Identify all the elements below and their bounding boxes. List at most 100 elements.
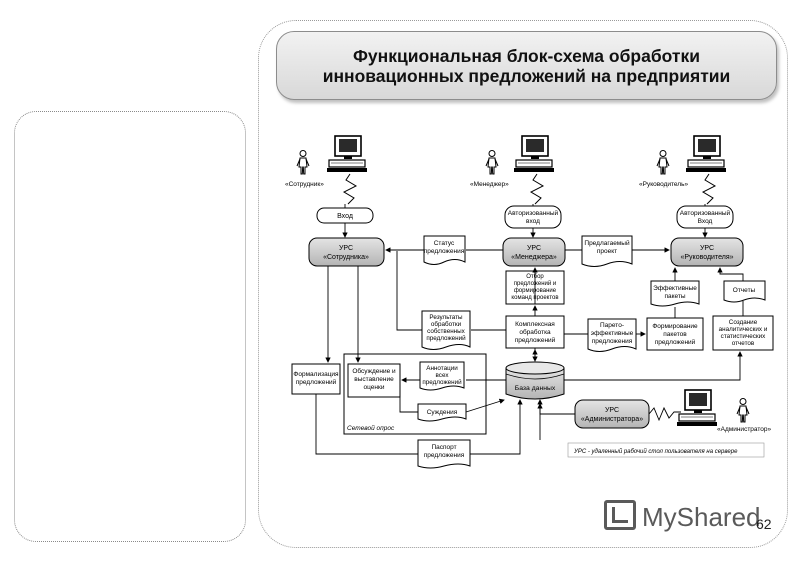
- svg-text:«Руководителя»: «Руководителя»: [680, 254, 733, 261]
- svg-text:Создание: Создание: [729, 319, 758, 326]
- svg-text:эффективные: эффективные: [591, 330, 634, 337]
- svg-text:Обсуждение и: Обсуждение и: [352, 367, 396, 375]
- svg-text:аналитических и: аналитических и: [719, 326, 768, 333]
- svg-text:Паспорт: Паспорт: [431, 444, 456, 451]
- forming-packages-box: Формирование пакетов предложений: [646, 317, 704, 351]
- analytics-box: Создание аналитических и статистических …: [712, 315, 774, 351]
- svg-text:Результаты: Результаты: [429, 314, 463, 321]
- left-empty-panel: [14, 111, 246, 542]
- svg-text:отчетов: отчетов: [732, 340, 755, 347]
- svg-text:пакеты: пакеты: [664, 293, 685, 300]
- complex-processing-box: Комплексная обработка предложений: [505, 315, 565, 349]
- title-line-1: Функциональная блок-схема обработки: [353, 45, 700, 66]
- page-number: 62: [756, 516, 772, 532]
- svg-text:Вход: Вход: [698, 218, 713, 225]
- admin-label: «Администратор»: [717, 426, 772, 433]
- effective-packages-document: Эффективные пакеты: [650, 280, 700, 307]
- svg-text:предложений: предложений: [296, 378, 337, 386]
- manager-label: «Менеджер»: [470, 181, 509, 188]
- director-computer-icon: [685, 135, 727, 173]
- database-cylinder: База данных: [505, 361, 565, 400]
- admin-actor: «Администратор»: [676, 389, 772, 433]
- svg-text:предложений: предложений: [422, 378, 462, 386]
- director-actor: «Руководитель»: [639, 135, 727, 205]
- director-person-icon: [656, 150, 670, 175]
- employee-computer-icon: [326, 135, 368, 173]
- svg-text:Эффективные: Эффективные: [653, 285, 697, 292]
- results-document: Результаты обработки собственных предлож…: [421, 310, 471, 350]
- manager-person-icon: [485, 150, 499, 175]
- auth-director-box: Авторизованный Вход: [676, 205, 734, 229]
- svg-text:выставление: выставление: [354, 376, 394, 383]
- urs-admin-box: УРС «Администратора»: [574, 399, 650, 429]
- auth-manager-box: Авторизованный вход: [504, 205, 562, 229]
- discussion-box: Обсуждение и выставление оценки: [347, 363, 401, 398]
- reports-document: Отчеты: [723, 280, 766, 303]
- svg-text:УРС - удаленный рабочий стол п: УРС - удаленный рабочий стол пользовател…: [573, 448, 738, 455]
- svg-text:УРС: УРС: [700, 245, 714, 252]
- status-document: Статус предложения: [423, 235, 466, 265]
- watermark-logo: MyShared: [604, 500, 761, 533]
- svg-text:проект: проект: [597, 248, 617, 255]
- manager-computer-icon: [513, 135, 555, 173]
- svg-text:статистических: статистических: [721, 333, 766, 340]
- svg-text:«Администратора»: «Администратора»: [581, 416, 643, 423]
- svg-text:обработка: обработка: [519, 328, 551, 336]
- watermark-text: MyShared: [642, 502, 761, 532]
- svg-text:Предлагаемый: Предлагаемый: [584, 239, 630, 247]
- proposed-project-document: Предлагаемый проект: [581, 235, 633, 267]
- svg-text:Аннотации: Аннотации: [426, 365, 458, 372]
- employee-label: «Сотрудник»: [285, 181, 324, 188]
- svg-text:Комплексная: Комплексная: [515, 321, 555, 328]
- svg-text:собственных: собственных: [427, 327, 466, 335]
- entry-box: Вход: [316, 207, 374, 224]
- admin-computer-icon: [676, 389, 718, 427]
- title-line-2: инновационных предложений на предприятии: [322, 65, 731, 86]
- svg-text:Статус: Статус: [434, 240, 455, 247]
- admin-person-icon: [736, 398, 750, 423]
- legend-note: УРС - удаленный рабочий стол пользовател…: [567, 442, 765, 458]
- manager-actor: «Менеджер»: [470, 135, 555, 205]
- svg-text:пакетов: пакетов: [663, 331, 687, 338]
- urs-director-box: УРС «Руководителя»: [670, 237, 744, 267]
- judgments-document: Суждения: [417, 403, 467, 422]
- svg-text:предложения: предложения: [424, 248, 465, 255]
- employee-person-icon: [296, 150, 310, 175]
- urs-manager-box: УРС «Менеджера»: [502, 237, 566, 267]
- annotations-document: Аннотации всех предложений: [419, 361, 465, 391]
- svg-text:База данных: База данных: [515, 385, 556, 392]
- formalization-box: Формализация предложений: [291, 363, 341, 395]
- svg-text:предложения: предложения: [424, 452, 465, 459]
- svg-text:УРС: УРС: [605, 407, 619, 414]
- svg-text:«Сотрудника»: «Сотрудника»: [323, 254, 369, 261]
- svg-text:предложений: предложений: [426, 334, 466, 342]
- svg-text:УРС: УРС: [339, 245, 353, 252]
- svg-text:оценки: оценки: [364, 384, 385, 391]
- svg-text:Суждения: Суждения: [427, 409, 458, 416]
- svg-text:вход: вход: [526, 218, 540, 225]
- svg-text:Авторизованный: Авторизованный: [508, 209, 559, 217]
- svg-text:Формализация: Формализация: [293, 371, 339, 378]
- svg-text:Авторизованный: Авторизованный: [680, 209, 731, 217]
- svg-text:Отчеты: Отчеты: [733, 287, 756, 294]
- svg-text:Парето-: Парето-: [600, 322, 624, 329]
- urs-employee-box: УРС «Сотрудника»: [308, 237, 385, 267]
- svg-text:УРС: УРС: [527, 245, 541, 252]
- svg-text:Вход: Вход: [337, 213, 353, 220]
- passport-document: Паспорт предложения: [417, 439, 471, 469]
- svg-text:всех: всех: [436, 372, 450, 379]
- pareto-document: Парето- эффективные предложения: [587, 318, 637, 352]
- svg-text:предложений: предложений: [515, 336, 556, 344]
- director-label: «Руководитель»: [639, 181, 688, 188]
- svg-text:предложений: предложений: [655, 338, 696, 346]
- employee-actor: «Сотрудник»: [285, 135, 368, 205]
- myshared-logo-icon: [604, 500, 636, 530]
- svg-text:«Менеджера»: «Менеджера»: [511, 254, 557, 261]
- svg-text:Формирование: Формирование: [652, 323, 698, 330]
- connectors: [315, 204, 744, 455]
- svg-text:обработки: обработки: [431, 320, 462, 328]
- svg-text:предложения: предложения: [592, 338, 633, 345]
- svg-text:Сетевой опрос: Сетевой опрос: [347, 424, 395, 432]
